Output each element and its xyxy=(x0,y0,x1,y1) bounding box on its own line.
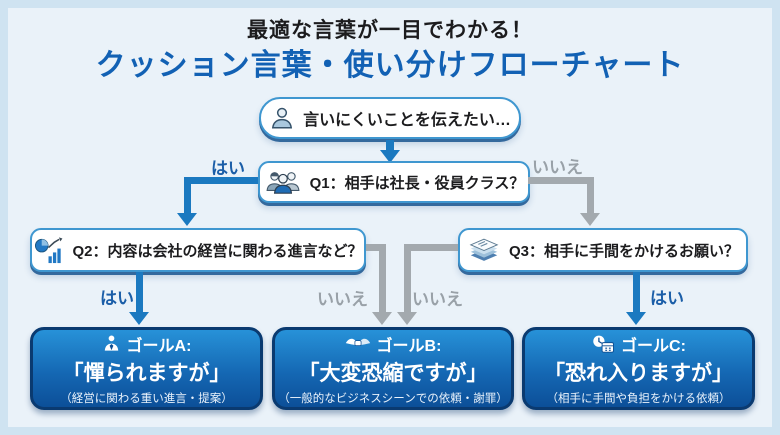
paper-stack-icon xyxy=(467,236,501,265)
arrow-q3-to-goal-b-hbar xyxy=(406,244,458,251)
page-subtitle: 最適な言葉が一目でわかる！ xyxy=(247,19,533,42)
arrow-q3-to-goal-c-vbar xyxy=(633,272,640,313)
branch-q3-yes-label: はい xyxy=(650,289,684,308)
arrow-q1-to-q2-vbar xyxy=(184,177,191,214)
goal-c-name: ゴールC: xyxy=(621,337,686,355)
branch-q1-no-label: いいえ xyxy=(532,158,583,177)
question-node-q2: Q2：内容は会社の経営に関わる進言など？ xyxy=(30,228,366,272)
arrow-q2-to-goal-b-vbar xyxy=(379,244,386,313)
arrow-q2-to-goal-a-head xyxy=(129,312,149,325)
question-q2-label: Q2：内容は会社の経営に関わる進言など？ xyxy=(72,242,363,260)
handshake-icon xyxy=(345,335,371,352)
arrow-q2-to-goal-a-vbar xyxy=(136,272,143,313)
goal-b-note: （一般的なビジネスシーンでの依頼・謝罪） xyxy=(278,392,508,405)
question-q3-label: Q3：相手に手間をかけるお願い？ xyxy=(508,242,739,260)
goal-node-a: ゴールA: 「憚られますが」 （経営に関わる重い進言・提案） xyxy=(30,327,263,410)
question-q1-label: Q1：相手は社長・役員クラス？ xyxy=(309,174,525,192)
arrow-q1-to-q3-hbar xyxy=(528,177,594,184)
branch-q2-no-label: いいえ xyxy=(317,290,368,309)
chart-icon xyxy=(33,236,64,265)
arrow-q1-to-q3-head xyxy=(580,213,600,226)
businessman-icon xyxy=(102,334,121,353)
arrow-q3-to-goal-b-vbar xyxy=(404,244,411,313)
arrow-q2-to-goal-b-head xyxy=(372,312,392,325)
arrow-q1-to-q3-vbar xyxy=(587,177,594,214)
goal-node-c: ゴールC: 「恐れ入りますが」 （相手に手間や負担をかける依頼） xyxy=(522,327,755,410)
arrow-q2-to-goal-b-hbar xyxy=(366,244,386,251)
page-title: クッション言葉・使い分けフローチャート xyxy=(95,49,685,82)
arrow-start-to-q1-stem xyxy=(386,140,394,151)
goal-b-name: ゴールB: xyxy=(376,337,442,355)
start-node-label: 言いにくいことを伝えたい… xyxy=(303,112,511,129)
goal-b-phrase: 「大変恐縮ですが」 xyxy=(298,361,488,385)
business-people-icon xyxy=(264,168,302,196)
goal-a-phrase: 「憚られますが」 xyxy=(62,361,231,385)
goal-a-note: （経営に関わる重い進言・提案） xyxy=(60,392,233,405)
arrow-q1-to-q2-head xyxy=(177,213,197,226)
clock-calendar-icon xyxy=(591,334,615,354)
start-node: 言いにくいことを伝えたい… xyxy=(259,97,521,139)
goal-a-name: ゴールA: xyxy=(126,337,192,355)
arrow-q3-to-goal-c-head xyxy=(626,312,646,325)
question-node-q1: Q1：相手は社長・役員クラス？ xyxy=(258,161,530,203)
flowchart-canvas: 最適な言葉が一目でわかる！ クッション言葉・使い分けフローチャート 言いにくいこ… xyxy=(8,8,772,427)
goal-node-b: ゴールB: 「大変恐縮ですが」 （一般的なビジネスシーンでの依頼・謝罪） xyxy=(272,327,514,410)
goal-c-note: （相手に手間や負担をかける依頼） xyxy=(546,392,731,405)
arrow-q3-to-goal-b-head xyxy=(397,312,417,325)
branch-q1-yes-label: はい xyxy=(211,159,245,178)
branch-q3-no-label: いいえ xyxy=(412,290,463,309)
arrow-start-to-q1-head xyxy=(380,150,400,163)
goal-c-phrase: 「恐れ入りますが」 xyxy=(544,361,733,385)
branch-q2-yes-label: はい xyxy=(100,289,134,308)
arrow-q1-to-q2-hbar xyxy=(184,177,258,184)
person-icon xyxy=(269,105,295,131)
question-node-q3: Q3：相手に手間をかけるお願い？ xyxy=(458,228,748,272)
